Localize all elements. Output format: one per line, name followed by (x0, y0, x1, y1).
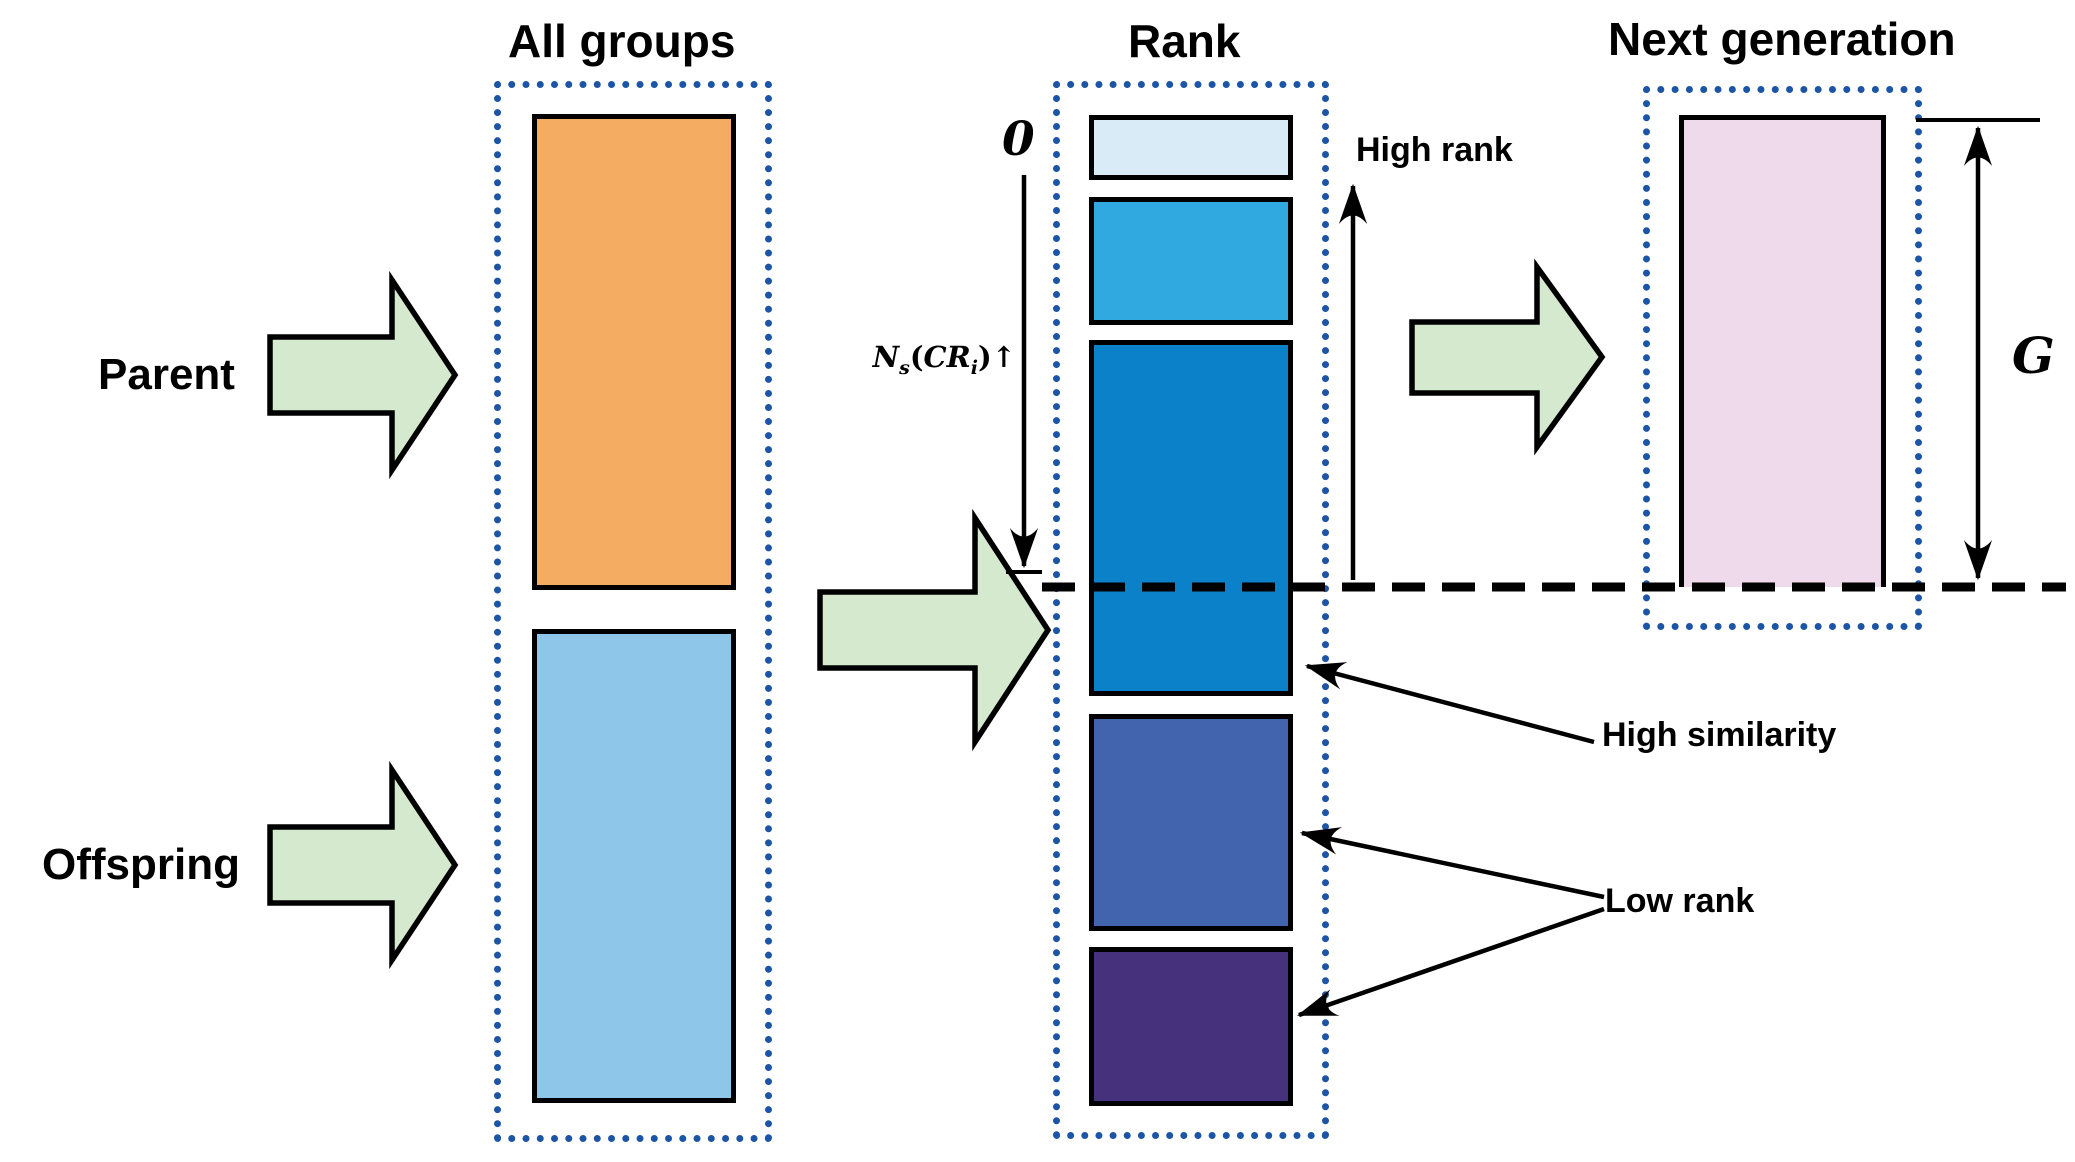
all-groups-frame (494, 81, 772, 1142)
rank-box-5 (1089, 947, 1293, 1106)
offspring-flow-arrow (267, 760, 459, 970)
formula-paren-open: ( (909, 340, 924, 374)
formula-cr-sub: i (970, 356, 978, 379)
formula-n-sub: s (899, 356, 910, 379)
formula-paren-close: ) (977, 340, 992, 374)
generation-label: G (2012, 326, 2055, 385)
parent-group-box (532, 114, 736, 590)
parent-label: Parent (98, 350, 235, 399)
rank-box-4 (1089, 714, 1293, 931)
rank-title: Rank (1128, 15, 1241, 67)
zero-label: 0 (1002, 112, 1035, 167)
rank-box-1 (1089, 115, 1293, 180)
rank-to-next-generation-flow-arrow (1409, 258, 1606, 456)
up-arrow-glyph: ↑ (991, 340, 1016, 374)
high-rank-label: High rank (1356, 131, 1513, 169)
low-rank-label: Low rank (1605, 882, 1755, 920)
low-rank-arrow-lower (1296, 906, 1605, 1018)
formula-cr: CR (923, 340, 971, 374)
rank-frame (1053, 81, 1329, 1139)
groups-to-rank-flow-arrow (817, 508, 1052, 752)
all-groups-title: All groups (508, 15, 736, 67)
offspring-group-box (532, 629, 736, 1103)
next-generation-title: Next generation (1608, 13, 1956, 65)
high-similarity-label: High similarity (1602, 716, 1837, 754)
parent-flow-arrow (267, 270, 459, 480)
rank-box-3 (1089, 340, 1293, 696)
next-generation-box (1679, 115, 1886, 587)
rank-box-2 (1089, 197, 1293, 325)
low-rank-arrow-upper (1299, 827, 1605, 900)
high-similarity-arrow (1304, 662, 1595, 745)
offspring-label: Offspring (42, 840, 240, 889)
selection-count-formula: Ns(CRi)↑ (810, 340, 1016, 379)
next-generation-frame (1643, 86, 1922, 630)
formula-n: N (872, 340, 900, 374)
